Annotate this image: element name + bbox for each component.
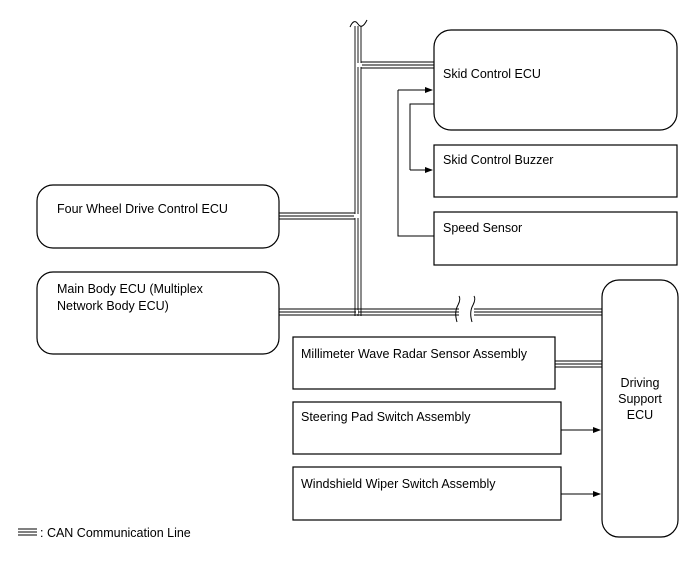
can-line-legend-label: : CAN Communication Line xyxy=(40,526,191,540)
steering-pad-switch-label: Steering Pad Switch Assembly xyxy=(301,410,471,424)
steering-pad-switch-box: Steering Pad Switch Assembly xyxy=(292,401,562,455)
driving-support-ecu-label-line1: Driving xyxy=(621,376,660,390)
windshield-wiper-switch-box: Windshield Wiper Switch Assembly xyxy=(292,466,562,521)
skid-control-buzzer-box: Skid Control Buzzer xyxy=(433,144,678,198)
skid-control-buzzer-label: Skid Control Buzzer xyxy=(443,153,553,167)
junction-masks xyxy=(354,63,362,314)
can-line-legend-symbol xyxy=(18,528,37,536)
windshield-wiper-switch-label: Windshield Wiper Switch Assembly xyxy=(301,477,496,491)
driving-support-ecu-box: Driving Support ECU xyxy=(601,279,679,538)
skid-control-ecu-box: Skid Control ECU xyxy=(433,29,678,131)
speed-sensor-label: Speed Sensor xyxy=(443,221,522,235)
main-body-ecu-label-line2: Network Body ECU) xyxy=(57,299,169,313)
skid-control-ecu-label: Skid Control ECU xyxy=(443,67,541,81)
signal-lines xyxy=(397,87,601,497)
legend: : CAN Communication Line xyxy=(18,526,191,540)
main-body-ecu-box: Main Body ECU (Multiplex Network Body EC… xyxy=(36,271,280,355)
millimeter-wave-radar-label: Millimeter Wave Radar Sensor Assembly xyxy=(301,347,528,361)
driving-support-ecu-label-line3: ECU xyxy=(627,408,653,422)
four-wheel-drive-ecu-box: Four Wheel Drive Control ECU xyxy=(36,184,280,249)
main-body-ecu-label-line1: Main Body ECU (Multiplex xyxy=(57,282,204,296)
break-symbols xyxy=(349,19,476,323)
speed-sensor-box: Speed Sensor xyxy=(433,211,678,266)
driving-support-ecu-label-line2: Support xyxy=(618,392,662,406)
can-bus-lines xyxy=(279,26,602,368)
four-wheel-drive-ecu-label: Four Wheel Drive Control ECU xyxy=(57,202,228,216)
millimeter-wave-radar-box: Millimeter Wave Radar Sensor Assembly xyxy=(292,336,556,390)
